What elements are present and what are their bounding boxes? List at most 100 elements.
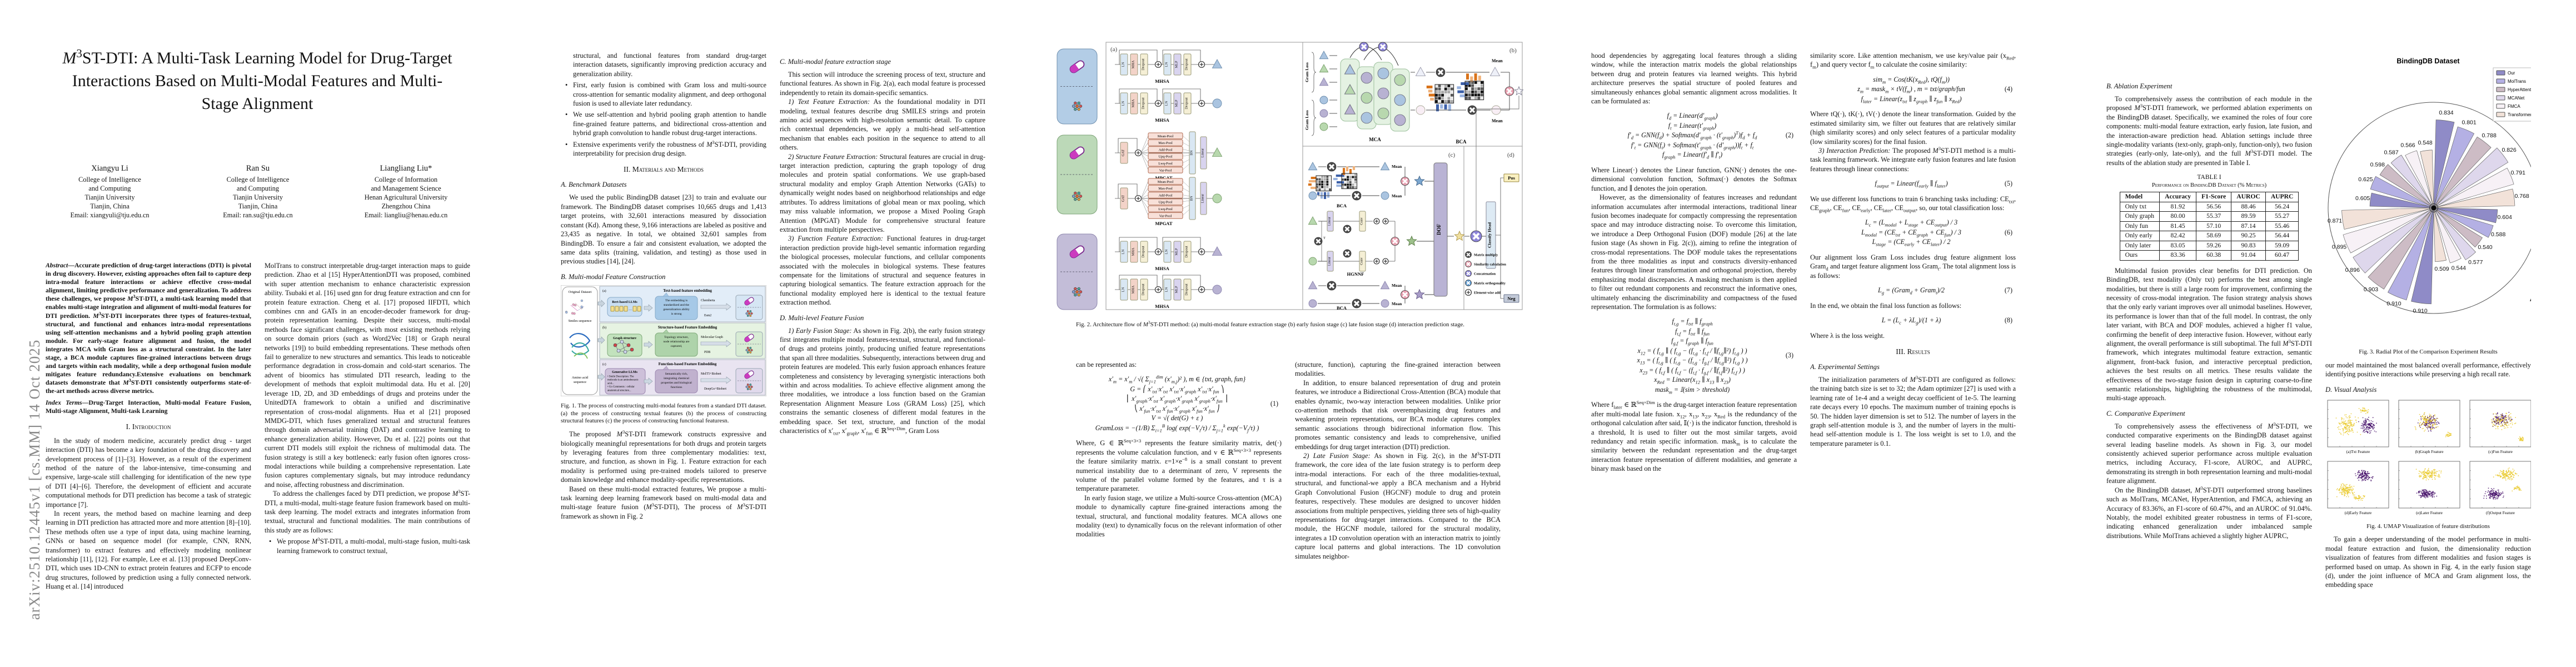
- svg-text:LN: LN: [1122, 62, 1125, 67]
- svg-text:LN: LN: [1165, 101, 1169, 106]
- paragraph: In the end, we obtain the final loss fun…: [1810, 301, 1962, 310]
- svg-text:0.544: 0.544: [2452, 265, 2466, 271]
- svg-text:(b): (b): [1509, 47, 1517, 54]
- subsection-heading: D. Visual Analysis: [2325, 385, 2377, 394]
- svg-text:DeepGo+Biobert: DeepGo+Biobert: [704, 387, 726, 391]
- arxiv-watermark: arXiv:2510.12445v1 [cs.MM] 14 Oct 2025: [26, 339, 43, 620]
- svg-text:MHSA: MHSA: [1155, 117, 1169, 123]
- paragraph: MolTrans to construct interpretable drug…: [265, 262, 470, 489]
- svg-text:Lwq-Pool: Lwq-Pool: [1158, 162, 1173, 166]
- svg-text:0.910: 0.910: [2413, 307, 2427, 314]
- svg-text:Mean: Mean: [1392, 164, 1402, 169]
- svg-text:BN: BN: [1190, 196, 1194, 201]
- svg-text:Function-based Feature Embeddi: Function-based Feature Embedding: [659, 362, 717, 366]
- subsubsection-paragraph: 1) Early Fusion Stage: As shown in Fig. …: [780, 326, 985, 436]
- svg-text:(c): (c): [602, 362, 606, 366]
- svg-text:MHA: MHA: [1132, 247, 1135, 256]
- svg-text:Add-Pool: Add-Pool: [1159, 193, 1173, 197]
- svg-text:BN: BN: [1190, 150, 1194, 155]
- svg-text:Bert-based LLMs: Bert-based LLMs: [612, 301, 637, 304]
- svg-text:Element-wise add: Element-wise add: [1474, 291, 1501, 295]
- index-terms: Index Terms—Drug-Target Interaction, Mul…: [46, 399, 251, 415]
- svg-text:Dropout: Dropout: [1142, 97, 1145, 109]
- table-cell: Only early: [2119, 231, 2160, 241]
- svg-text:MPGAT: MPGAT: [1155, 175, 1172, 181]
- svg-text:0.826: 0.826: [2502, 147, 2516, 153]
- author-name: Liangliang Liu*: [380, 164, 432, 173]
- svg-text:HyperAttention: HyperAttention: [2508, 87, 2531, 92]
- svg-text:0.896: 0.896: [2345, 267, 2360, 273]
- svg-text:MLP: MLP: [1175, 248, 1179, 255]
- paragraph: our model maintained the most balanced o…: [2325, 361, 2531, 379]
- table-col-header: F1-Score: [2196, 192, 2232, 202]
- table-cell: 58.69: [2196, 231, 2232, 241]
- figure-caption: Fig. 3. Radial Plot of the Comparison Ex…: [2359, 349, 2498, 355]
- svg-text:MHSA: MHSA: [1155, 303, 1169, 309]
- bullet-item: •First, early fusion is combined with Gr…: [565, 81, 766, 108]
- svg-text:GAT: GAT: [1122, 150, 1125, 156]
- svg-text:0.566: 0.566: [2400, 142, 2415, 149]
- svg-text:Matrix orthogonality: Matrix orthogonality: [1474, 282, 1506, 286]
- bullet-item: •We use self-attention and hybrid poolin…: [565, 111, 766, 137]
- svg-text:0.540: 0.540: [2478, 244, 2492, 251]
- page-1-right-column: MolTrans to construct interpretable drug…: [265, 261, 470, 605]
- svg-text:Classify Head: Classify Head: [1487, 222, 1492, 248]
- svg-text:0.834: 0.834: [2439, 109, 2453, 116]
- svg-text:BCA: BCA: [1337, 203, 1347, 208]
- equation-number: (7): [2004, 286, 2012, 294]
- figure-3-radial-chart: BindingDB Dataset0.8340.8010.7880.8260.7…: [2328, 57, 2531, 314]
- svg-text:LN: LN: [1165, 287, 1169, 292]
- table-cell: Only later: [2119, 240, 2160, 251]
- equation-number: (2): [1785, 131, 1793, 140]
- page-3-columns: can be represented as:x′m = x′m / √( Σj=…: [1076, 360, 1501, 605]
- equation: simm = Cos(tK(xRed), tQ(fm))zm = maskm ×…: [1857, 75, 2012, 104]
- table-cell: 81.92: [2159, 201, 2197, 212]
- svg-text:T: T: [1323, 236, 1326, 240]
- svg-text:Dropout: Dropout: [1185, 246, 1189, 257]
- page-3-right-column: (structure, function), capturing the fin…: [1295, 360, 1501, 605]
- svg-text:Lwq-Pool: Lwq-Pool: [1158, 207, 1173, 211]
- svg-text:Mean: Mean: [1392, 193, 1402, 198]
- paragraph: The proposed M3ST-DTI framework construc…: [561, 429, 766, 484]
- svg-text:MHA: MHA: [1132, 60, 1135, 68]
- page-2-columns: structural, and functional features from…: [561, 51, 985, 605]
- author-affiliation-line: and Management Science: [371, 185, 441, 192]
- svg-text:Semantically rich,: Semantically rich,: [665, 372, 688, 376]
- svg-text:Topology structure,: Topology structure,: [664, 336, 689, 339]
- page-4-columns: hood dependencies by aggregating local f…: [1591, 51, 2016, 605]
- paragraph: similarity score. Like attention mechani…: [1810, 52, 2016, 70]
- svg-text:Graph structure: Graph structure: [613, 337, 636, 340]
- vspace: [2106, 51, 2312, 76]
- svg-text:0.903: 0.903: [2364, 286, 2378, 293]
- paragraph: Where tQ(·), tK(·), tV(·) denote the lin…: [1810, 110, 2016, 146]
- svg-text:standardized and the: standardized and the: [664, 303, 689, 307]
- svg-text:Mean: Mean: [1492, 58, 1503, 63]
- equation: Lg = (Gramd + Gramt)/2(7): [1878, 286, 2012, 296]
- svg-text:(e)Later Feature: (e)Later Feature: [2416, 510, 2443, 515]
- paper-title: M3ST-DTI: A Multi-Task Learning Model fo…: [62, 47, 452, 113]
- svg-text:Esm2: Esm2: [704, 314, 711, 317]
- svg-text:(b)Graph Feature: (b)Graph Feature: [2415, 449, 2444, 454]
- svg-text:• Go Comments : cellular: • Go Comments : cellular: [607, 386, 635, 389]
- svg-text:MPGAT: MPGAT: [1155, 221, 1172, 226]
- equation-number: (8): [2004, 316, 2012, 324]
- table-cell: 59.26: [2196, 240, 2232, 251]
- svg-text:MHA: MHA: [1132, 99, 1135, 107]
- table-col-header: AUROC: [2231, 192, 2266, 202]
- svg-text:HGNNF: HGNNF: [1347, 271, 1364, 277]
- paragraph: On the BindingDB dataset, M3ST-DTI outpe…: [2106, 485, 2312, 540]
- svg-text:0.588: 0.588: [2491, 231, 2505, 238]
- figure-4-umap-grid: (a)Txt Feature(b)Graph Feature(c)Fun Fea…: [2327, 400, 2531, 515]
- paragraph: The initialization parameters of M3ST-DT…: [1810, 374, 2016, 447]
- author-affiliation-line: and Computing: [88, 185, 131, 192]
- svg-text:Max-Pool: Max-Pool: [1158, 187, 1173, 191]
- subsection-heading: B. Multi-modal Feature Construction: [561, 272, 666, 281]
